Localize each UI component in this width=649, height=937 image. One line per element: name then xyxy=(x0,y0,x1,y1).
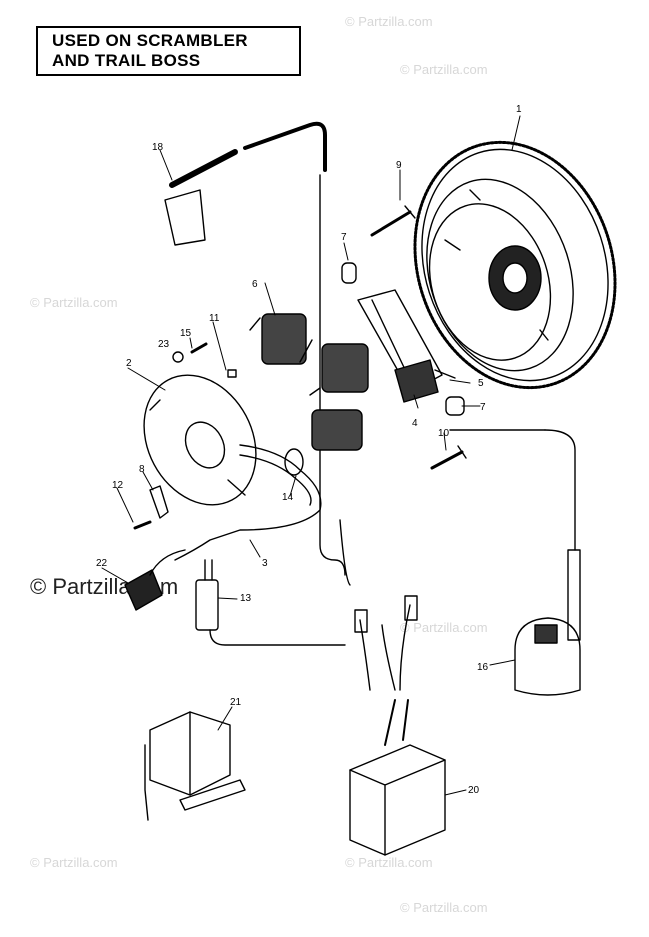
grommet-part-14 xyxy=(284,448,304,476)
callout-label: 18 xyxy=(152,142,164,153)
callout-label: 5 xyxy=(478,378,484,389)
callout-label: 13 xyxy=(240,593,252,604)
watermark: © Partzilla.com xyxy=(30,295,118,310)
wire-routing xyxy=(209,174,576,646)
callout-label: 15 xyxy=(180,328,192,339)
fastener-part-11 xyxy=(227,369,237,378)
watermark: © Partzilla.com xyxy=(30,855,118,870)
callout-label: 21 xyxy=(230,697,242,708)
callout-label: 2 xyxy=(126,358,132,369)
leader-lines xyxy=(101,115,521,796)
cdi-box-part-20 xyxy=(349,595,446,856)
callout-label: 6 xyxy=(252,279,258,290)
connector-part-13 xyxy=(195,559,219,631)
watermark: © Partzilla.com xyxy=(345,855,433,870)
clamp-part-8 xyxy=(149,485,169,519)
callout-label: 16 xyxy=(477,662,489,673)
callout-label: 10 xyxy=(438,428,450,439)
connector-part-22 xyxy=(124,549,186,611)
header-line-1: USED ON SCRAMBLER xyxy=(52,31,248,50)
flywheel-part-1 xyxy=(413,140,617,390)
screw-part-10 xyxy=(430,445,467,470)
pulser-coil-part-4 xyxy=(357,289,456,403)
header-box: USED ON SCRAMBLER AND TRAIL BOSS xyxy=(36,26,301,76)
callout-label: 9 xyxy=(396,160,402,171)
spacer-part-7-lower xyxy=(445,396,465,416)
watermark: © Partzilla.com xyxy=(400,620,488,635)
screw-part-12 xyxy=(133,520,152,530)
callout-label: 1 xyxy=(516,104,522,115)
watermark: © Partzilla.com xyxy=(400,900,488,915)
watermark: © Partzilla.com xyxy=(400,62,488,77)
ignition-coil-part-16 xyxy=(514,549,581,696)
solenoid-part-21 xyxy=(144,711,246,821)
callout-label: 22 xyxy=(96,558,108,569)
callout-label: 11 xyxy=(209,313,220,324)
fastener-part-15 xyxy=(190,342,208,354)
callout-label: 23 xyxy=(158,339,170,350)
stator-coils-part-6 xyxy=(249,313,369,451)
callout-label: 8 xyxy=(139,464,145,475)
screw-part-9 xyxy=(370,205,416,237)
stator-plate-part-2 xyxy=(143,374,257,506)
callout-label: 4 xyxy=(412,418,418,429)
watermark: © Partzilla.com xyxy=(345,14,433,29)
callout-label: 12 xyxy=(112,480,124,491)
callout-label: 3 xyxy=(262,558,268,569)
plug-cap-part-18 xyxy=(164,121,327,246)
callout-label: 7 xyxy=(341,232,347,243)
callout-label: 14 xyxy=(282,492,294,503)
callout-labels: 1 2 3 4 5 6 7 7 8 9 10 11 12 13 14 15 16… xyxy=(96,104,522,796)
callout-label: 7 xyxy=(480,402,486,413)
header-line-2: AND TRAIL BOSS xyxy=(52,51,201,70)
spacer-part-7-upper xyxy=(341,262,357,284)
washer-part-23 xyxy=(172,351,184,363)
callout-label: 20 xyxy=(468,785,480,796)
